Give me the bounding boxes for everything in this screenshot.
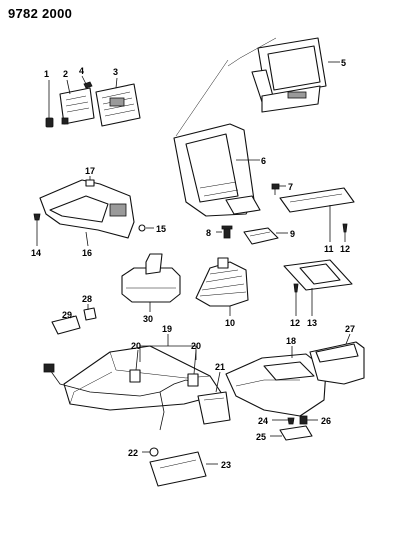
callout-4: 4 <box>79 66 84 76</box>
callout-28: 28 <box>82 294 92 304</box>
part-16-side-panel <box>39 179 135 247</box>
callout-14: 14 <box>31 248 41 258</box>
callout-20-left: 20 <box>131 341 141 351</box>
callout-30: 30 <box>143 314 153 324</box>
callout-12-lower: 12 <box>290 318 300 328</box>
part-30-boot <box>121 253 181 312</box>
callout-2: 2 <box>63 69 68 79</box>
callout-17: 17 <box>85 166 95 176</box>
callout-22: 22 <box>128 448 138 458</box>
callout-7: 7 <box>288 182 293 192</box>
callout-15: 15 <box>156 224 166 234</box>
callout-3: 3 <box>113 67 118 77</box>
part-20-connector-right <box>187 349 199 387</box>
callout-21: 21 <box>215 362 225 372</box>
callout-5: 5 <box>341 58 346 68</box>
callout-23: 23 <box>221 460 231 470</box>
part-15-clip <box>138 224 154 232</box>
part-23-bracket <box>149 451 218 487</box>
callout-11: 11 <box>324 244 334 254</box>
part-24-screw <box>272 417 295 425</box>
part-21-block <box>197 371 231 425</box>
part-26-bolt <box>299 415 318 425</box>
callout-25: 25 <box>256 432 266 442</box>
callout-26: 26 <box>321 416 331 426</box>
part-1-screw <box>45 80 54 128</box>
part-4-clip <box>81 75 93 89</box>
part-7-screw <box>271 183 286 195</box>
part-3-panel <box>95 77 141 127</box>
part-14-screw <box>33 213 41 246</box>
part-17-clip <box>85 176 95 187</box>
part-13-trim-plate <box>283 259 353 316</box>
part-6-console <box>173 59 261 217</box>
part-28-clip <box>83 304 97 321</box>
part-5-housing <box>227 37 340 113</box>
callout-20-right: 20 <box>191 341 201 351</box>
callout-9: 9 <box>290 229 295 239</box>
part-18-rear-console <box>225 346 327 417</box>
callout-6: 6 <box>261 156 266 166</box>
part-27-storage-bin <box>309 333 365 385</box>
part-2-bracket <box>59 79 95 125</box>
part-29-bracket <box>51 315 81 335</box>
callout-27: 27 <box>345 324 355 334</box>
part-11-tray <box>279 187 355 242</box>
callout-1: 1 <box>44 69 49 79</box>
callout-29: 29 <box>62 310 72 320</box>
part-12-pin-upper <box>342 223 348 242</box>
diagram-code: 9782 2000 <box>8 6 73 21</box>
part-8-bolt <box>216 225 233 239</box>
part-20-connector-left <box>129 349 141 383</box>
callout-16: 16 <box>82 248 92 258</box>
part-12-pin-lower <box>293 283 299 316</box>
callout-13: 13 <box>307 318 317 328</box>
part-9-bracket <box>243 227 288 245</box>
part-22-clip <box>142 447 159 457</box>
callout-19: 19 <box>162 324 172 334</box>
callout-12-upper: 12 <box>340 244 350 254</box>
callout-10: 10 <box>225 318 235 328</box>
callout-8: 8 <box>206 228 211 238</box>
part-10-shift-boot <box>195 257 249 316</box>
callout-24: 24 <box>258 416 268 426</box>
callout-18: 18 <box>286 336 296 346</box>
part-25-bracket <box>270 425 313 441</box>
